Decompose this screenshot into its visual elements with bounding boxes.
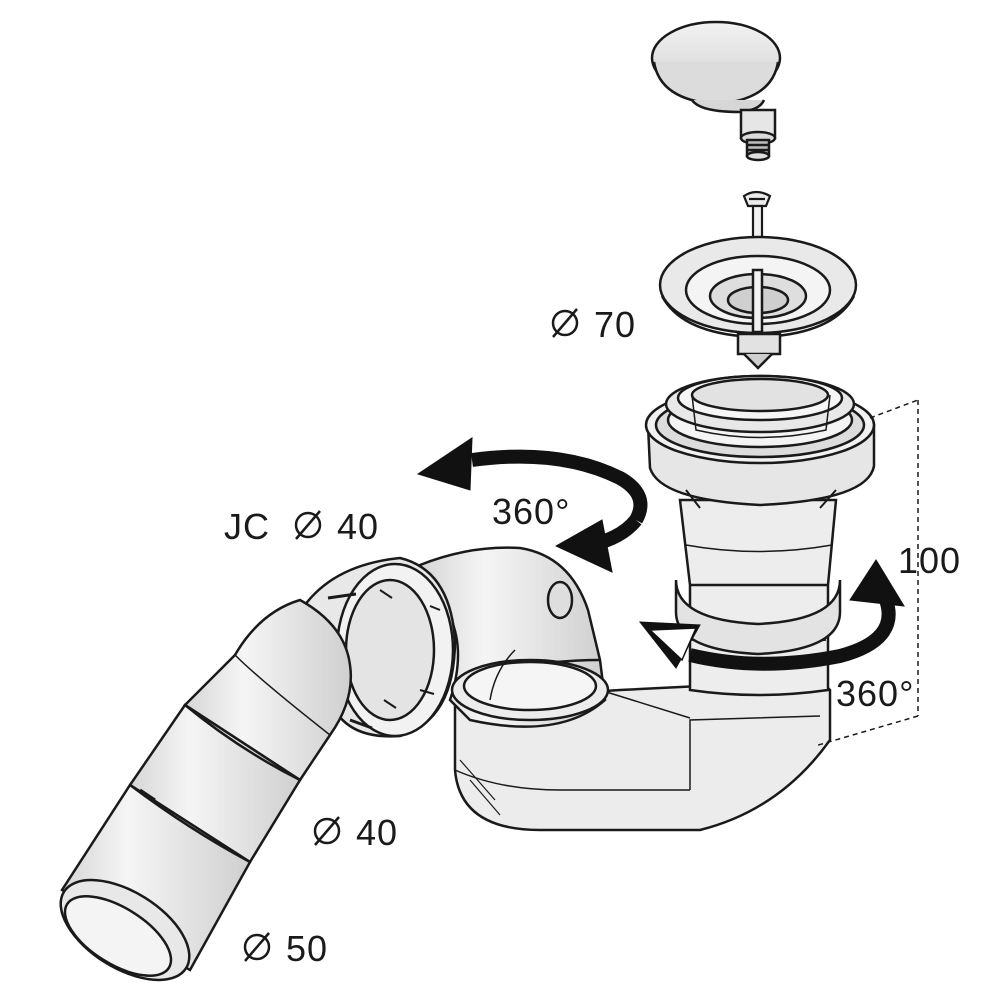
jc-diameter-value: 40: [337, 506, 380, 547]
diameter-symbol-icon: [291, 508, 325, 542]
rotation-arrow-top: [416, 437, 648, 573]
height-label: 100: [898, 540, 962, 581]
stopper-cap: [650, 20, 782, 162]
outlet-pipe: [59, 598, 352, 982]
outlet-large-diameter-value: 50: [286, 928, 329, 969]
rotation-top-label: 360°: [492, 491, 571, 532]
jc-diameter-label: JC 40: [224, 508, 379, 545]
height-dimension-line: [814, 399, 919, 747]
outlet-small-diameter-label: 40: [310, 814, 398, 851]
diameter-symbol-icon: [310, 814, 344, 848]
outlet-large-diameter-label: 50: [240, 930, 328, 967]
stopper-diameter-value: 70: [594, 304, 637, 345]
outlet-small-diameter-value: 40: [356, 812, 399, 853]
body-top-ring: [644, 374, 876, 509]
stopper-diameter-label: 70: [548, 306, 636, 343]
diameter-symbol-icon: [548, 306, 582, 340]
drain-flange: [658, 235, 858, 370]
jc-prefix: JC: [224, 506, 270, 547]
rotation-right-label: 360°: [836, 673, 915, 714]
elbow-connector: [418, 546, 610, 728]
rotation-arrow-right: [638, 559, 905, 671]
diameter-symbol-icon: [240, 930, 274, 964]
